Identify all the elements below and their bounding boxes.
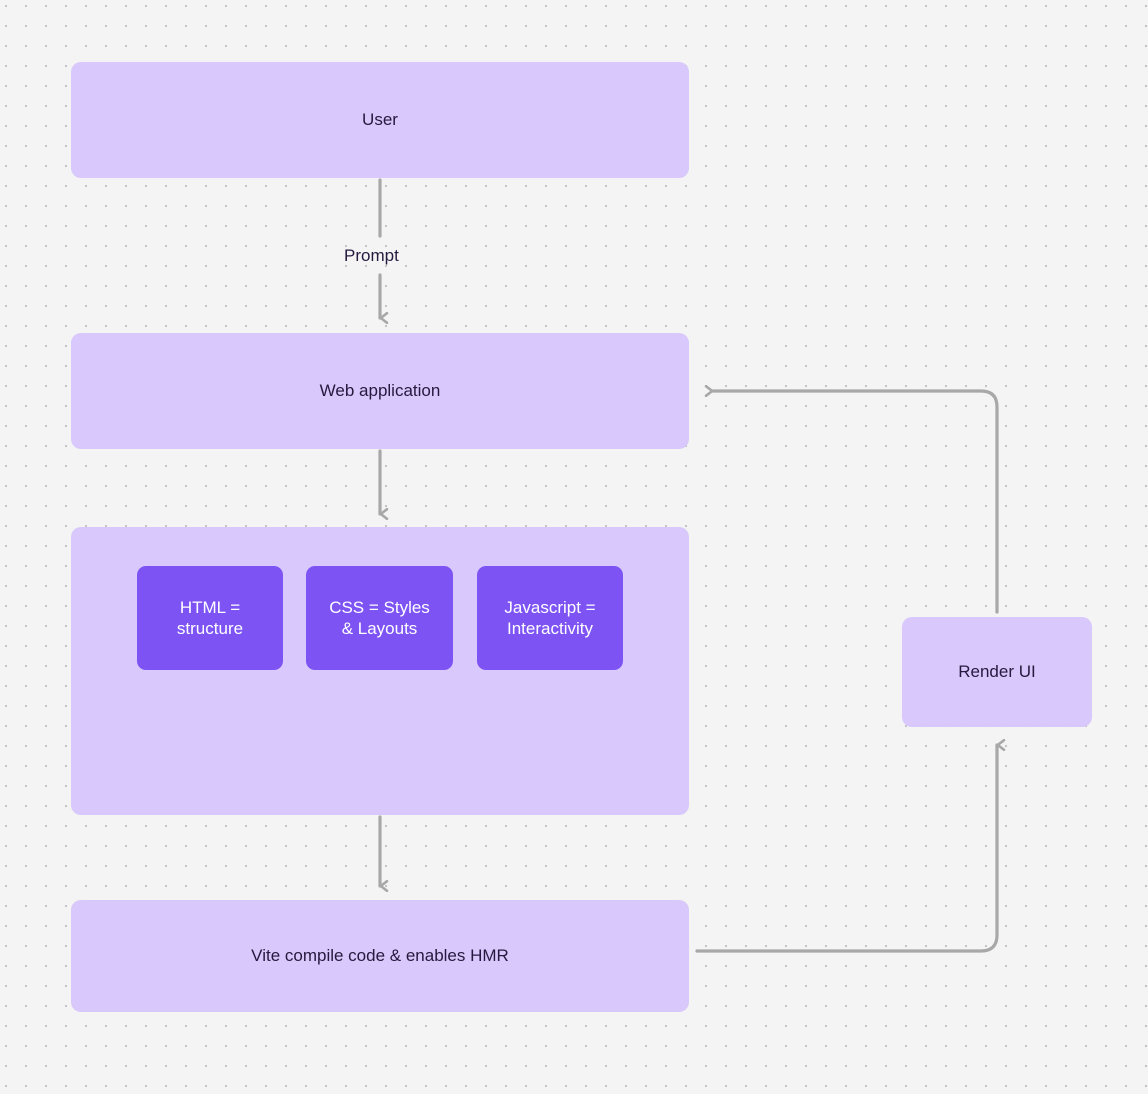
node-html-structure-line2: structure bbox=[176, 619, 244, 638]
edge-label-prompt: Prompt bbox=[344, 246, 399, 265]
node-vite-compile[interactable]: Vite compile code & enables HMR bbox=[71, 900, 689, 1012]
node-vite-compile-label: Vite compile code & enables HMR bbox=[251, 946, 509, 966]
node-css-styles-layouts-line2: & Layouts bbox=[341, 619, 418, 638]
edge-render-to-webapp bbox=[713, 391, 999, 614]
node-user[interactable]: User bbox=[71, 62, 689, 178]
edge-vite-to-render bbox=[695, 745, 997, 953]
node-render-ui-label: Render UI bbox=[958, 662, 1036, 682]
node-css-styles-layouts[interactable]: CSS = Styles & Layouts bbox=[306, 566, 453, 670]
node-html-structure[interactable]: HTML = structure bbox=[137, 566, 283, 670]
node-html-structure-line1: HTML = bbox=[179, 597, 241, 617]
node-javascript-interactivity-line2: Interactivity bbox=[507, 619, 593, 638]
node-css-styles-layouts-line1: CSS = Styles bbox=[329, 597, 430, 617]
node-javascript-interactivity-line1: Javascript = bbox=[504, 597, 596, 617]
node-web-application[interactable]: Web application bbox=[71, 333, 689, 449]
node-user-label: User bbox=[362, 110, 398, 130]
node-render-ui[interactable]: Render UI bbox=[902, 617, 1092, 727]
node-javascript-interactivity[interactable]: Javascript = Interactivity bbox=[477, 566, 623, 670]
node-web-application-label: Web application bbox=[319, 381, 441, 401]
